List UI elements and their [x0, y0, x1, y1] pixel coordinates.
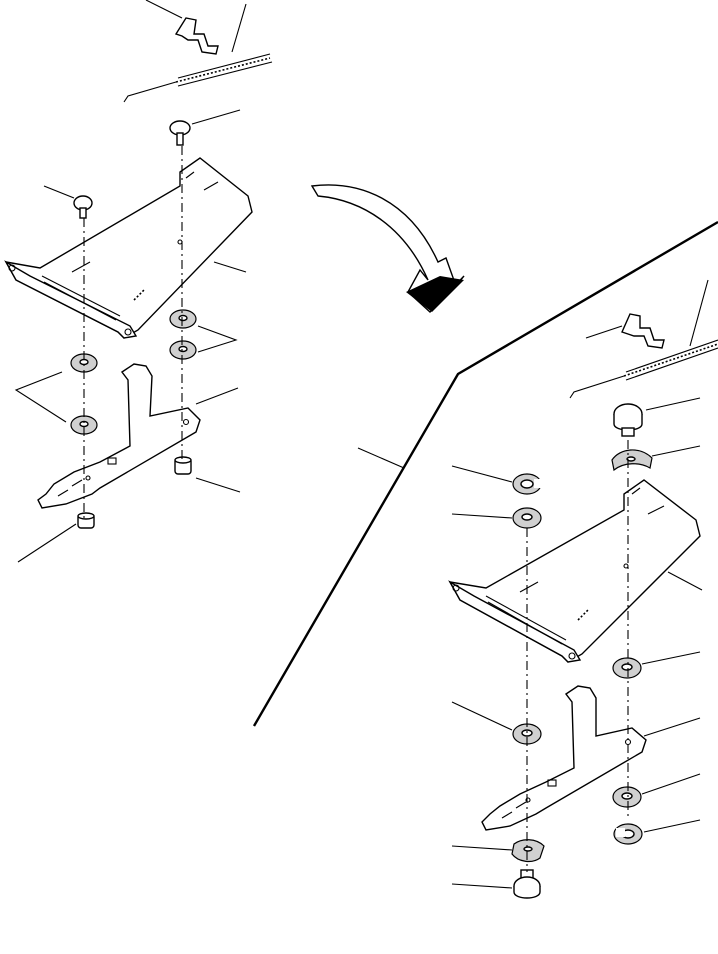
wedge-clip	[611, 449, 653, 472]
curved-arrow-icon	[310, 184, 465, 313]
nut-right	[174, 456, 192, 475]
detail-view-border	[252, 220, 718, 727]
clevis-pin-left	[73, 195, 93, 219]
washer-d2	[612, 657, 642, 679]
cable-clamp	[174, 17, 219, 55]
clevis-pin-detail	[613, 403, 643, 437]
pin-bottom	[513, 869, 541, 899]
leader-border	[357, 447, 405, 469]
e-clip-bottom	[613, 823, 643, 845]
throttle-cable	[123, 53, 273, 103]
original-assembly-view	[4, 0, 273, 563]
cable-clamp-detail	[621, 313, 665, 349]
washer-d1	[512, 507, 542, 529]
mounting-plate	[4, 157, 253, 339]
leader-lines-left	[14, 0, 247, 563]
washer-d4	[612, 786, 642, 808]
lever-bracket-detail	[481, 685, 647, 831]
e-clip-top	[512, 473, 544, 495]
throttle-cable-detail	[569, 339, 718, 399]
washer-l1	[169, 309, 197, 329]
nut-left	[77, 512, 95, 529]
leader-lines-right	[451, 279, 709, 889]
wedge-clip-bottom	[511, 839, 545, 863]
detail-assembly-view	[448, 279, 718, 899]
lever-bracket	[37, 363, 201, 509]
washer-l2	[169, 340, 197, 360]
mounting-plate-detail	[448, 479, 701, 663]
clevis-pin-top	[169, 120, 191, 146]
